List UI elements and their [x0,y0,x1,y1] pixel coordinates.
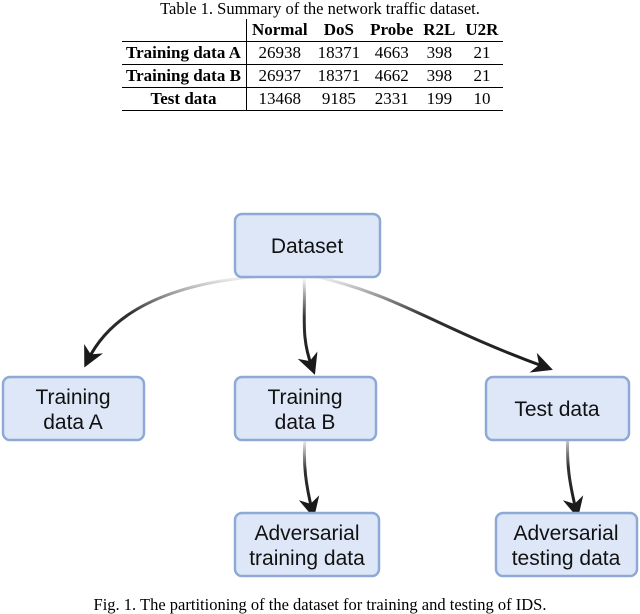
node-label: testing data [512,547,621,570]
node-test-data: Test data [484,375,631,442]
node-label: Adversarial [513,522,618,545]
node-adversarial-training-data: Adversarial training data [233,511,381,578]
table-cell: 4662 [365,64,419,88]
header-normal: Normal [246,19,313,42]
arrow-dataset-to-training-a [84,273,301,368]
node-training-data-b: Training data B [233,375,378,442]
table-cell: 18371 [312,64,366,88]
traffic-summary-table: Normal DoS Probe R2L U2R Training data A… [122,19,504,111]
header-r2l: R2L [418,19,461,42]
node-label: data A [43,411,103,434]
table-cell: 398 [418,41,461,65]
node-training-data-a: Training data A [1,375,146,442]
node-label: data B [275,411,336,434]
table-cell: 4663 [365,41,419,65]
table-row: Training data A 26938 18371 4663 398 21 [122,41,504,65]
node-label: Test data [514,398,600,421]
table-cell: 199 [418,87,461,111]
table-cell: 26937 [246,64,313,88]
table-cell: 2331 [365,87,419,111]
header-dos: DoS [312,19,366,42]
node-label: Training [267,386,342,409]
table-row: Test data 13468 9185 2331 199 10 [122,87,504,111]
table-caption: Table 1. Summary of the network traffic … [160,0,480,18]
partition-flowchart: Dataset Training data A Training data B … [1,212,639,578]
node-label: Training [35,386,110,409]
table-cell: 9185 [312,87,366,111]
table-cell: 10 [460,87,504,111]
table-cell: 398 [418,64,461,88]
table-header-row: Normal DoS Probe R2L U2R [122,19,504,42]
header-u2r: U2R [460,19,504,42]
header-probe: Probe [365,19,419,42]
table-cell: 13468 [246,87,313,111]
row-label: Training data B [122,64,247,88]
arrow-dataset-to-training-b [297,276,318,375]
node-label: Dataset [271,235,344,258]
row-label: Test data [122,87,247,111]
header-empty [122,19,247,42]
table-cell: 21 [460,64,504,88]
table-cell: 18371 [312,41,366,65]
table-cell: 21 [460,41,504,65]
node-dataset: Dataset [233,212,382,279]
node-label: Adversarial [254,522,359,545]
arrow-training-b-to-adversarial-training [298,437,320,519]
node-adversarial-testing-data: Adversarial testing data [494,511,639,578]
row-label: Training data A [122,41,247,65]
node-label: training data [249,547,365,570]
arrow-dataset-to-test [309,273,553,373]
table-row: Training data B 26937 18371 4662 398 21 [122,64,504,88]
arrow-test-to-adversarial-testing [562,430,584,519]
figure-caption: Fig. 1. The partitioning of the dataset … [93,595,547,614]
table-cell: 26938 [246,41,313,65]
